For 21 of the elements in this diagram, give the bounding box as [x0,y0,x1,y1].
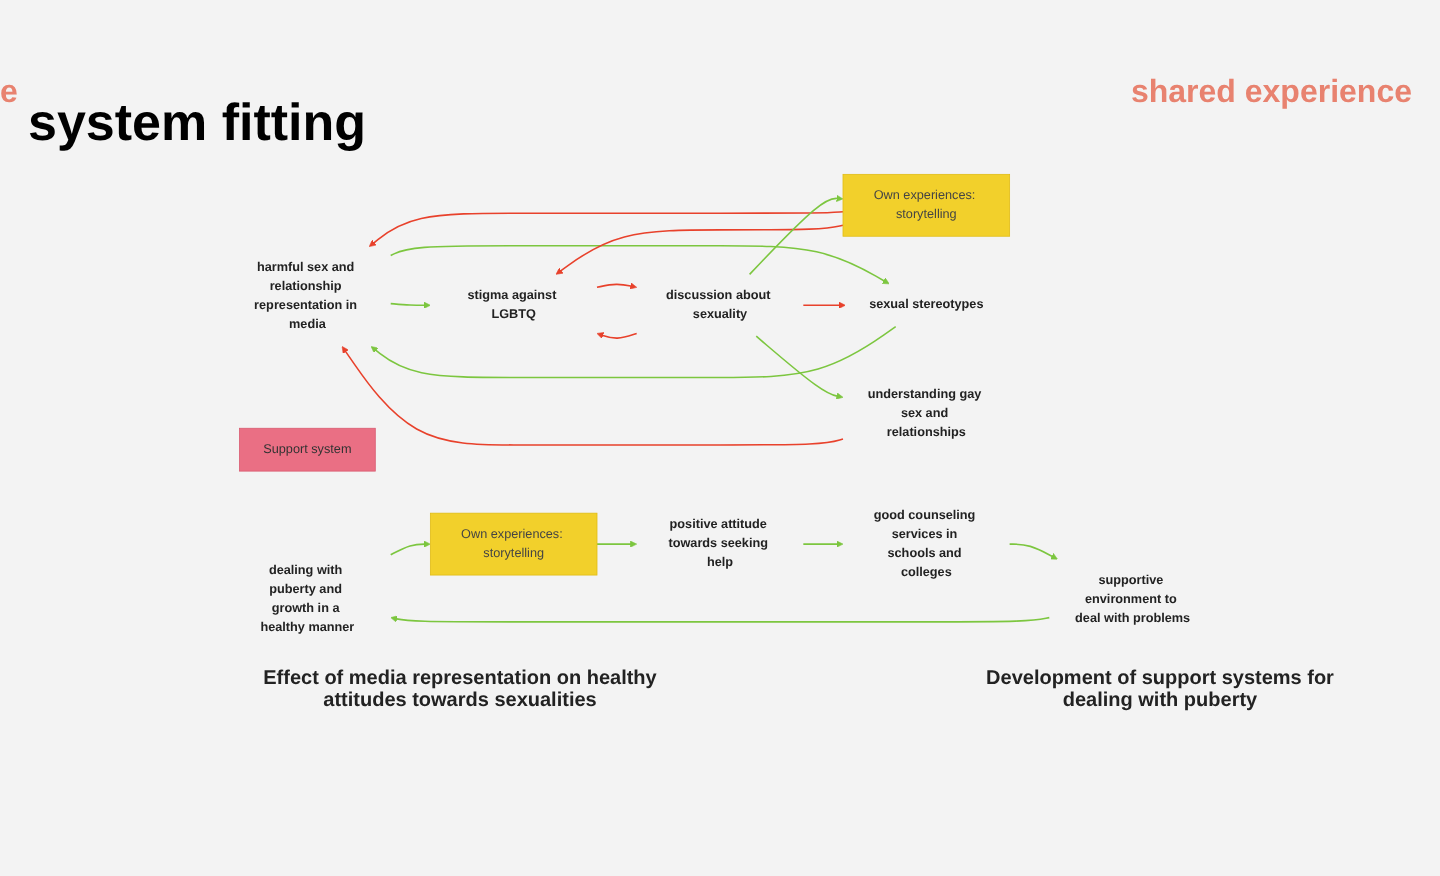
section-heading: shared experience [1130,76,1412,112]
arrow [1008,543,1058,560]
title: system fitting [28,92,367,154]
arrow [370,325,897,379]
arrow [555,224,844,275]
arrow [748,194,844,276]
arrow [596,540,637,548]
arrow [389,244,890,285]
arrow [389,301,431,309]
arrow [802,301,846,309]
arrow [341,346,844,446]
heading-fragment: e [0,76,18,112]
caption: Development of support systems for dealing with puberty [984,668,1336,712]
arrow [368,210,844,247]
arrow [389,540,431,556]
arrow [802,540,844,548]
arrow [390,615,1051,623]
caption: Effect of media representation on healthy attitudes towards sexualities [261,668,659,712]
arrow [596,332,638,339]
arrow [755,335,844,400]
arrow [596,282,637,290]
